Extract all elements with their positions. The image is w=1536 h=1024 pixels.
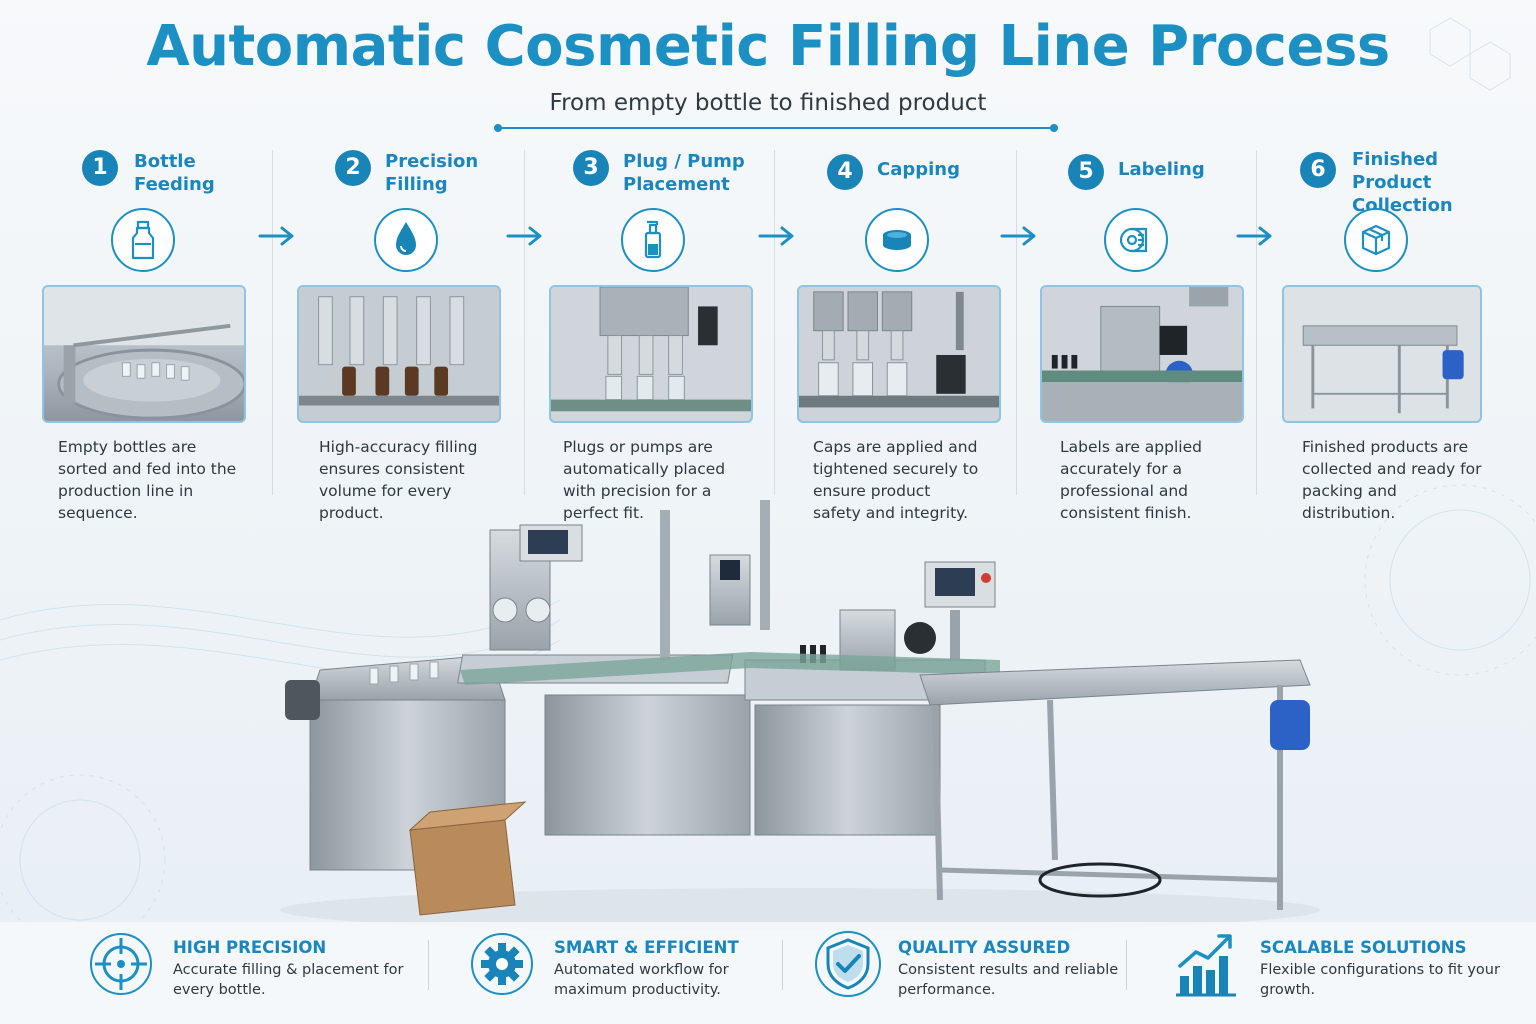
page-subtitle: From empty bottle to finished product xyxy=(549,90,987,116)
step-divider xyxy=(272,150,273,495)
step-capping: 4 Capping Caps are applied and tightened… xyxy=(797,148,1037,538)
arrow-right-icon xyxy=(258,226,294,246)
feature-text: Automated workflow for maximum productiv… xyxy=(554,962,729,998)
feature-high-precision: HIGH PRECISION Accurate filling & placem… xyxy=(85,922,425,1024)
growth-chart-icon xyxy=(1176,934,1236,997)
step-bottle-feeding: 1 Bottle Feeding Empty bottles are sorte… xyxy=(42,148,282,538)
label-roll-icon xyxy=(1104,208,1168,272)
precision-filling-photo xyxy=(297,285,501,423)
step-divider xyxy=(524,150,525,495)
step-finished-product-collection: 6 Finished Product Collection Finished p… xyxy=(1282,148,1522,538)
droplet-icon xyxy=(374,208,438,272)
step-divider xyxy=(1256,150,1257,495)
step-header: 3 Plug / Pump Placement xyxy=(549,148,789,204)
step-title: Bottle Feeding xyxy=(134,151,215,195)
feature-title: SCALABLE SOLUTIONS xyxy=(1260,938,1467,957)
step-number: 5 xyxy=(1068,154,1104,190)
step-number: 4 xyxy=(827,154,863,190)
step-precision-filling: 2 Precision Filling High-accuracy fillin… xyxy=(297,148,537,538)
labeling-photo xyxy=(1040,285,1244,423)
page-title: Automatic Cosmetic Filling Line Process xyxy=(146,14,1390,79)
arrow-right-icon xyxy=(1236,226,1272,246)
capping-photo xyxy=(797,285,1001,423)
step-header: 2 Precision Filling xyxy=(297,148,537,204)
bottle-icon xyxy=(111,208,175,272)
step-number: 2 xyxy=(335,150,371,186)
box-icon xyxy=(1344,208,1408,272)
step-title: Plug / Pump Placement xyxy=(623,151,745,195)
plug-pump-placement-photo xyxy=(549,285,753,423)
crosshair-icon xyxy=(90,933,152,995)
finished-product-collection-photo xyxy=(1282,285,1482,423)
bottle-feeding-photo xyxy=(42,285,246,423)
step-description: Finished products are collected and read… xyxy=(1302,438,1482,522)
feature-text: Consistent results and reliable performa… xyxy=(898,962,1119,998)
feature-text: Accurate filling & placement for every b… xyxy=(173,962,404,998)
step-number: 1 xyxy=(82,150,118,186)
feature-text: Flexible configurations to fit your grow… xyxy=(1260,962,1500,998)
arrow-right-icon xyxy=(506,226,542,246)
step-description: High-accuracy filling ensures consistent… xyxy=(319,438,478,522)
step-title: Precision Filling xyxy=(385,151,479,195)
subtitle-rule xyxy=(494,124,1058,132)
feature-title: HIGH PRECISION xyxy=(173,938,327,957)
step-description: Empty bottles are sorted and fed into th… xyxy=(58,438,237,522)
step-number: 3 xyxy=(573,150,609,186)
filling-line-machine-illustration xyxy=(280,500,1320,930)
step-divider xyxy=(774,150,775,495)
cap-icon xyxy=(865,208,929,272)
feature-divider xyxy=(428,940,429,990)
step-header: 6 Finished Product Collection xyxy=(1282,148,1522,216)
step-title: Finished Product Collection xyxy=(1352,149,1453,216)
step-header: 5 Labeling xyxy=(1040,148,1280,204)
gear-icon xyxy=(471,933,533,995)
step-divider xyxy=(1016,150,1017,495)
arrow-right-icon xyxy=(1000,226,1036,246)
feature-title: SMART & EFFICIENT xyxy=(554,938,739,957)
arrow-right-icon xyxy=(758,226,794,246)
step-description: Caps are applied and tightened securely … xyxy=(813,438,979,522)
step-number: 6 xyxy=(1300,152,1336,188)
step-title: Labeling xyxy=(1118,159,1205,180)
step-header: 4 Capping xyxy=(797,148,1037,204)
feature-scalable-solutions: SCALABLE SOLUTIONS Flexible configuratio… xyxy=(1172,922,1512,1024)
feature-title: QUALITY ASSURED xyxy=(898,938,1071,957)
step-description: Labels are applied accurately for a prof… xyxy=(1060,438,1202,522)
step-header: 1 Bottle Feeding xyxy=(42,148,282,204)
pump-bottle-icon xyxy=(621,208,685,272)
feature-divider xyxy=(1126,940,1127,990)
features-bar xyxy=(0,922,1536,1024)
feature-quality-assured: QUALITY ASSURED Consistent results and r… xyxy=(810,922,1150,1024)
feature-smart-efficient: SMART & EFFICIENT Automated workflow for… xyxy=(466,922,806,1024)
step-title: Capping xyxy=(877,159,960,180)
feature-divider xyxy=(782,940,783,990)
step-plug-pump-placement: 3 Plug / Pump Placement Plugs or pumps a… xyxy=(549,148,789,538)
step-labeling: 5 Labeling Labels are applied accurately… xyxy=(1040,148,1280,538)
step-description: Plugs or pumps are automatically placed … xyxy=(563,438,726,522)
shield-check-icon xyxy=(815,931,881,997)
